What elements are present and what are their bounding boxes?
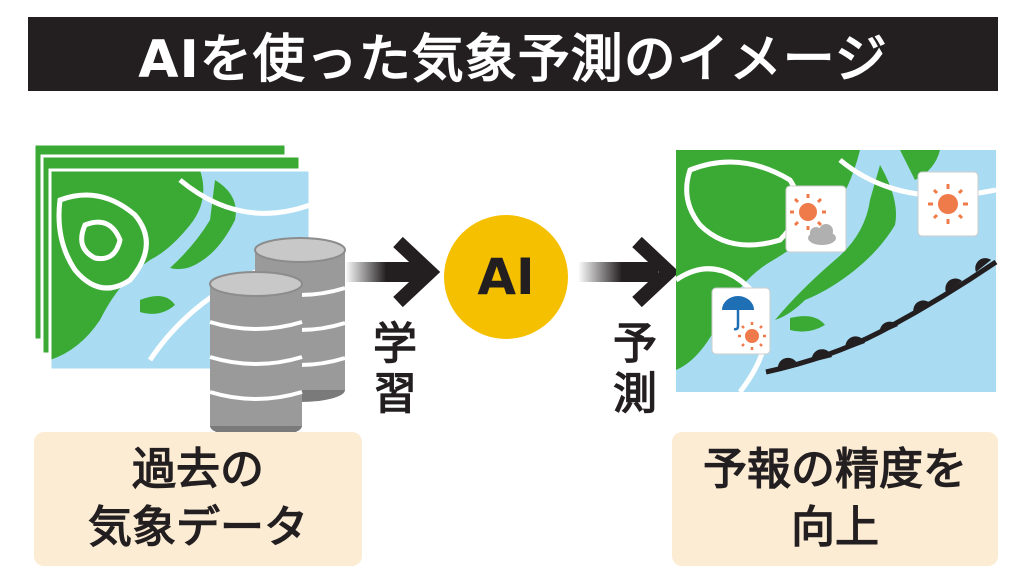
sun-icon (790, 194, 826, 230)
sun-icon (928, 184, 968, 224)
past-data-label-line1: 過去の (132, 444, 264, 495)
result-label-line2: 向上 (791, 502, 879, 553)
weather-card-sun-cloud (785, 185, 847, 253)
past-data-label-line2: 気象データ (88, 502, 308, 553)
arrow-right-icon (345, 236, 441, 308)
result-label-line1: 予報の精度を (703, 444, 967, 495)
weather-card-umbrella-sun (711, 287, 771, 355)
ai-node: AI (444, 215, 568, 339)
learn-label: 学習 (365, 320, 416, 420)
cloud-icon (808, 224, 836, 245)
umbrella-icon (722, 296, 754, 331)
arrow-right-icon (578, 236, 680, 308)
past-data-label: 過去の 気象データ (34, 432, 362, 566)
result-label: 予報の精度を 向上 (672, 432, 998, 566)
weather-front-icon (765, 258, 998, 375)
page-title: AIを使った気象予測のイメージ (28, 17, 998, 91)
sun-icon (738, 322, 766, 350)
weather-map-icon (32, 142, 312, 372)
predict-label: 予測 (605, 320, 656, 420)
weather-card-sun (917, 171, 979, 237)
